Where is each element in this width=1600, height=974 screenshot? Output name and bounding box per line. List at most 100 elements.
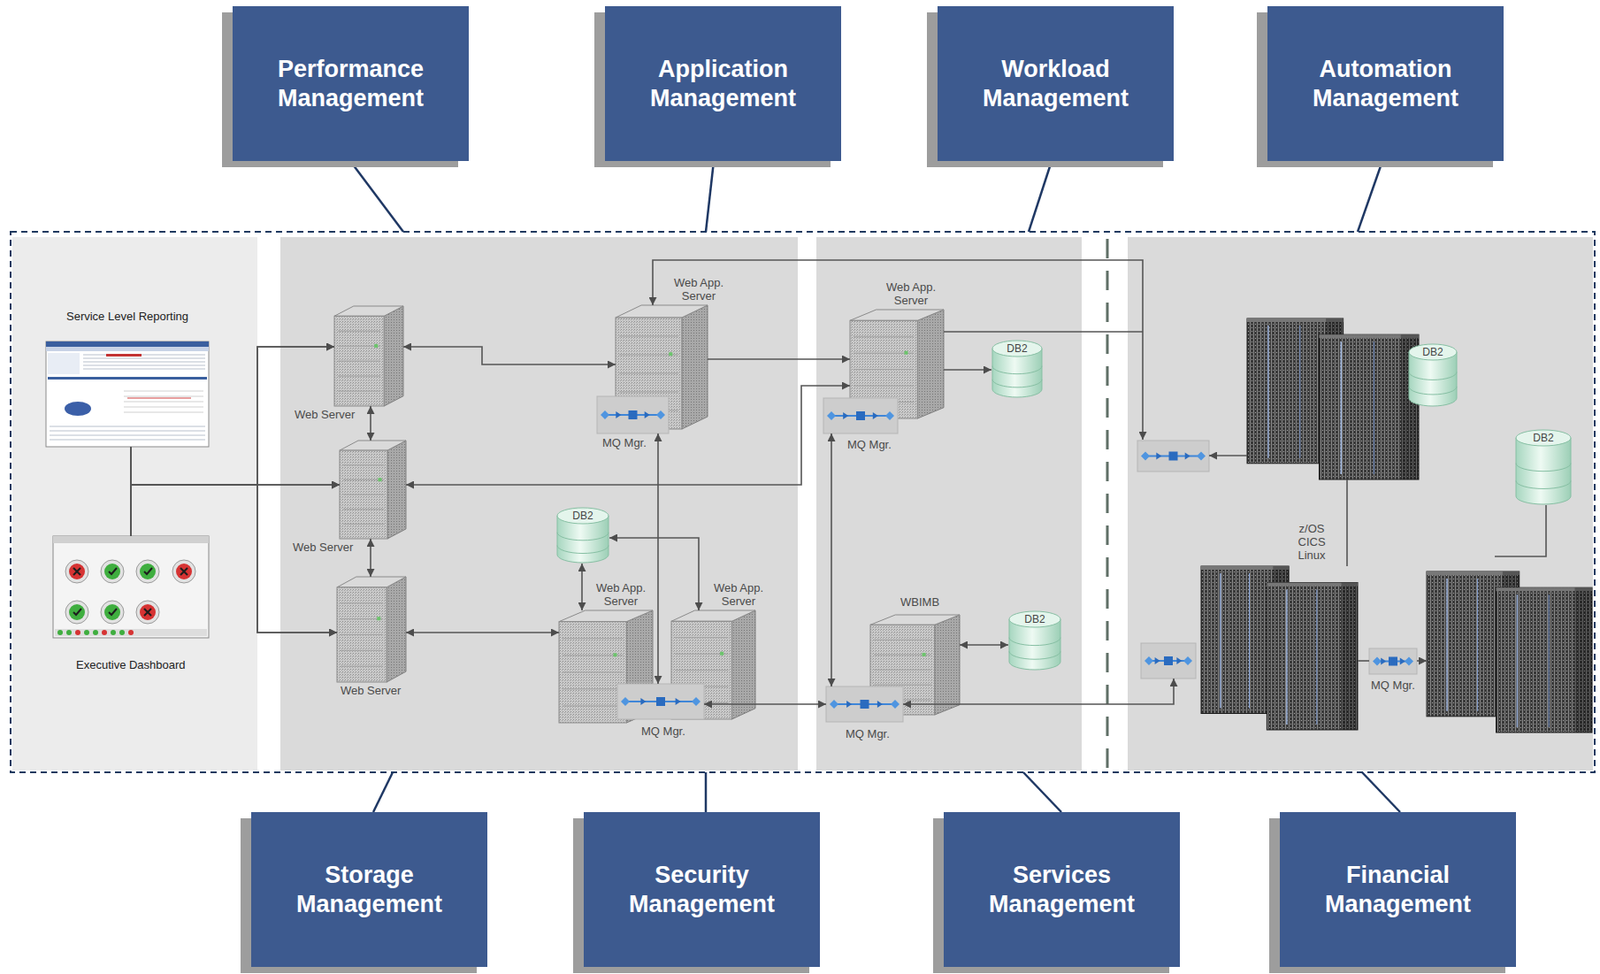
cross-mark <box>180 567 188 575</box>
mainframe-racks <box>1201 566 1358 730</box>
server-slot <box>562 671 623 673</box>
mq-queue <box>656 696 666 706</box>
status-dot <box>57 629 63 636</box>
check-mark <box>73 608 82 615</box>
mq-manager-node: MQ Mgr. <box>823 398 898 434</box>
box-label: Storage Management <box>263 860 475 919</box>
gauge-ring <box>65 559 89 583</box>
rack-accent <box>1446 578 1448 712</box>
rack-accent <box>1548 594 1550 728</box>
box-label: Security Management <box>596 860 808 919</box>
server-slot <box>340 602 383 604</box>
mq-diamond <box>1144 656 1154 666</box>
tier-panel <box>1127 237 1593 771</box>
leader-line <box>1023 772 1062 812</box>
server-side <box>681 305 708 429</box>
rack-accent <box>1286 589 1288 726</box>
window <box>45 341 209 447</box>
server-node: WBIMB <box>870 614 960 715</box>
box-label: Financial Management <box>1292 860 1504 919</box>
cylinder-top <box>1408 344 1457 360</box>
rack-accent <box>1299 325 1301 459</box>
wire-line <box>903 678 1174 705</box>
mq-queue <box>1163 656 1173 666</box>
title-bar <box>45 341 209 347</box>
mainframe-racks <box>1247 318 1419 480</box>
table-row <box>83 368 206 370</box>
table-row <box>83 361 206 363</box>
report-screenshot-node: Service Level Reporting <box>45 341 209 447</box>
connector <box>369 405 372 441</box>
server-slot <box>343 508 384 510</box>
cylinder-top <box>1515 429 1571 446</box>
cylinder-top <box>1009 611 1061 628</box>
management-box: Workload Management <box>937 6 1174 161</box>
mq-diamond <box>1404 657 1414 667</box>
title-bar <box>53 535 209 544</box>
chart-grid <box>123 396 204 398</box>
mq-icon <box>1140 643 1196 679</box>
server-side <box>383 306 404 406</box>
pie-chart <box>64 401 92 416</box>
mq-icon <box>1137 440 1210 472</box>
gauge-ring <box>65 600 89 624</box>
server-top <box>849 309 944 321</box>
server-slot <box>337 345 381 347</box>
management-box: Application Management <box>604 6 842 161</box>
gauge-ring <box>100 600 124 624</box>
server-led <box>903 351 908 355</box>
nav-pane <box>47 352 80 375</box>
rack-accent <box>1516 594 1519 728</box>
connector <box>657 433 659 684</box>
connector <box>405 631 559 634</box>
server-slot <box>337 390 381 392</box>
server-node: Web App. Server <box>849 309 944 419</box>
mq-icon <box>617 683 705 720</box>
cylinder-top <box>992 340 1042 357</box>
mq-arrow <box>675 697 682 705</box>
server-slot <box>340 634 383 636</box>
connector <box>369 538 372 577</box>
leader-line <box>1362 772 1401 812</box>
mainframe-node: z/OS CICS Linux <box>1201 566 1358 730</box>
management-box: Storage Management <box>251 811 488 967</box>
server-slot <box>873 669 932 671</box>
wire-line <box>1494 505 1547 557</box>
icon-caption: z/OS CICS Linux <box>1298 522 1326 563</box>
icon-caption: Web App. Server <box>881 281 941 308</box>
server-top <box>558 610 653 622</box>
gauge-face <box>139 604 156 621</box>
tier-panel <box>816 237 1082 771</box>
server-node: Web App. Server <box>558 610 653 723</box>
mq-diamond <box>1196 451 1206 461</box>
cylinder-band <box>1408 386 1457 395</box>
cylinder-band <box>557 532 609 541</box>
cylinder-band <box>1009 637 1061 646</box>
connector <box>130 446 340 485</box>
section-bar <box>47 376 207 380</box>
server-slot <box>343 464 384 466</box>
db2-node: DB2 <box>1008 610 1062 671</box>
mq-frame <box>1137 440 1210 472</box>
chart-grid <box>123 412 204 414</box>
server-slot <box>343 479 384 481</box>
mq-queue <box>860 699 870 709</box>
status-strip <box>54 628 207 636</box>
connector <box>130 446 337 633</box>
wire-line <box>652 260 1143 440</box>
report-screenshot <box>45 341 209 447</box>
mq-queue <box>856 411 866 421</box>
mq-arrow <box>1155 452 1162 460</box>
cylinder-band <box>1515 480 1571 489</box>
icon-caption: Web Server <box>294 408 355 422</box>
server-side <box>934 614 960 715</box>
server-slot <box>619 336 679 337</box>
connector <box>403 346 616 365</box>
rack-accent <box>1373 341 1375 475</box>
server-side <box>386 576 406 682</box>
gauge-face <box>68 563 85 580</box>
server-top <box>339 440 406 451</box>
management-box: Services Management <box>943 811 1180 967</box>
mq-frame <box>823 398 898 434</box>
